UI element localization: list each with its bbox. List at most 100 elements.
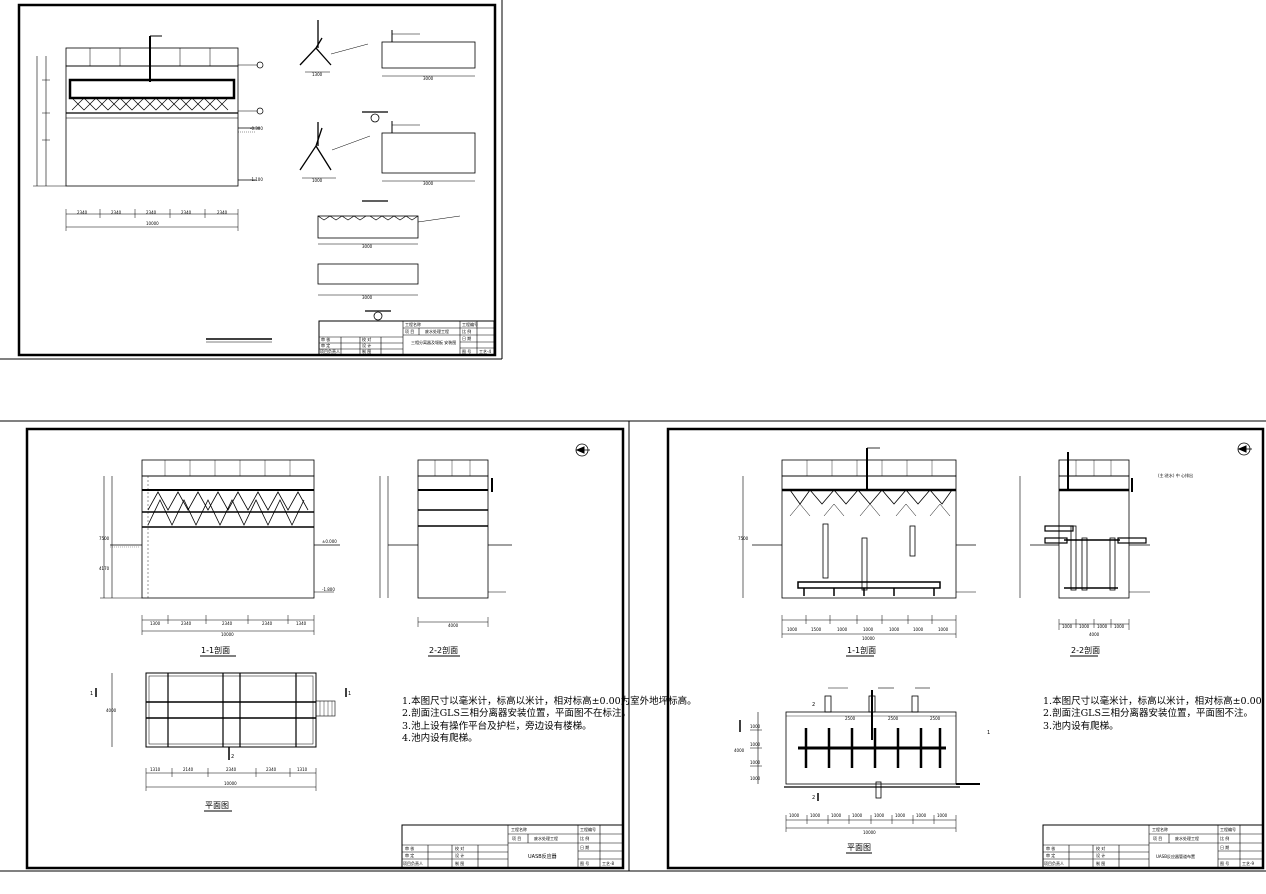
tb-label: 审 定 — [321, 342, 330, 348]
dim-label: 1000 — [810, 813, 821, 818]
dim-label: 2340 — [77, 210, 88, 215]
dim-label: 4170 — [99, 566, 110, 571]
section-title: 2-2剖面 — [429, 645, 458, 655]
tb-label: 校 对 — [362, 336, 371, 342]
tb-label: 图 号 — [1220, 860, 1229, 866]
tb-label: 制 图 — [362, 348, 371, 354]
dim-label: 2340 — [181, 210, 192, 215]
tb-label: 工程名称 — [511, 826, 527, 832]
dim-label: 1300 — [150, 621, 161, 626]
dim-label: 4000 — [106, 708, 117, 713]
section-title: 1-1剖面 — [201, 645, 230, 655]
dim-label: 2340 — [181, 621, 192, 626]
dim-label: 1000 — [750, 760, 761, 765]
tb-label: 审 定 — [405, 852, 414, 858]
tb-label: 项 目 — [1153, 835, 1162, 841]
dim-label: 1000 — [831, 813, 842, 818]
note-line: 3.池内设有爬梯。 — [1043, 720, 1119, 732]
sheet-2-plan — [95, 672, 347, 812]
tb-label: 项目负责人 — [403, 860, 423, 866]
dim-label: 2500 — [845, 716, 856, 721]
dim-label: 2340 — [146, 210, 157, 215]
sheet-3-section-11 — [742, 447, 976, 657]
dim-label: 1340 — [296, 621, 307, 626]
dim-label: 2340 — [226, 767, 237, 772]
tb-value: 工艺-9 — [1242, 861, 1254, 866]
tb-label: 工程名称 — [1152, 826, 1168, 832]
sheet-1-section — [33, 35, 264, 231]
dim-label: 3000 — [362, 295, 373, 300]
dim-label: 1000 — [1079, 624, 1090, 629]
tb-value: 工艺-4 — [479, 349, 491, 354]
dim-label: 1000 — [1114, 624, 1125, 629]
tb-label: 项 目 — [405, 328, 414, 334]
sheet-1-border — [17, 3, 497, 357]
tb-label: 日 期 — [1220, 844, 1229, 850]
tb-label: 工程编号 — [580, 826, 596, 832]
tb-label: 制 图 — [1096, 860, 1105, 866]
sheet-1: 2340 2340 2340 2340 2340 10000 -0.300 -1… — [0, 0, 503, 360]
dim-label: 2140 — [183, 767, 194, 772]
north-arrow-icon — [1237, 442, 1252, 456]
drawing-name: 三相分离器及堰板 安装图 — [411, 339, 456, 345]
dim-total: 10000 — [862, 636, 875, 641]
dim-label: 7500 — [738, 536, 749, 541]
elev-label: -0.300 — [250, 126, 263, 131]
dim-label: 2340 — [266, 767, 277, 772]
tb-label: 工程编号 — [1220, 826, 1236, 832]
tb-value: 废水处理工程 — [534, 835, 558, 841]
tb-label: 校 对 — [1096, 845, 1105, 851]
dim-label: 2340 — [222, 621, 233, 626]
north-arrow-icon — [575, 443, 590, 457]
tb-value: 废水处理工程 — [1175, 835, 1199, 841]
tb-label: 项目负责人 — [1044, 860, 1064, 866]
tb-label: 日 期 — [580, 844, 589, 850]
note-line: 4.池内设有爬梯。 — [402, 732, 478, 744]
dim-label: 3000 — [423, 76, 434, 81]
dim-total: 10000 — [221, 632, 234, 637]
note-line: 2.剖面注GLS三相分离器安装位置，平面图不注。 — [1043, 707, 1253, 719]
tb-label: 设 计 — [1096, 852, 1105, 858]
dim-label: 1000 — [789, 813, 800, 818]
note-line: 3.池上设有操作平台及护栏，旁边设有楼梯。 — [402, 720, 592, 732]
section-mark: 1 — [348, 691, 351, 697]
dim-label: 1000 — [889, 627, 900, 632]
tb-label: 审 核 — [405, 845, 414, 851]
section-title: 2-2剖面 — [1071, 645, 1100, 655]
dim-label: 1310 — [150, 767, 161, 772]
tb-label: 比 例 — [1220, 835, 1229, 841]
dim-label: 1300 — [312, 72, 323, 77]
section-mark: 2 — [231, 754, 234, 760]
tb-label: 项 目 — [512, 835, 521, 841]
dim-label: 1000 — [750, 724, 761, 729]
tb-label: 工程名称 — [405, 321, 421, 327]
tb-label: 项目负责人 — [320, 348, 340, 354]
dim-label: 2340 — [217, 210, 228, 215]
tb-label: 制 图 — [455, 860, 464, 866]
dim-label: 4000 — [448, 623, 459, 628]
tb-label: 比 例 — [462, 328, 471, 334]
section-title: 平面图 — [847, 843, 871, 852]
drawing-name: UASB反应器管道布置 — [1156, 853, 1195, 859]
dim-total: 10000 — [146, 221, 159, 226]
sheet-2-section-22 — [379, 459, 512, 657]
sheet-2-titleblock — [401, 824, 624, 869]
tb-label: 日 期 — [462, 335, 471, 341]
tb-label: 审 核 — [1046, 845, 1055, 851]
dim-label: 2500 — [930, 716, 941, 721]
pipe-label: (主:进水) 中 心排出 — [1158, 472, 1193, 478]
dim-label: 1000 — [937, 813, 948, 818]
section-title: 平面图 — [205, 801, 229, 810]
dim-label: 1000 — [750, 742, 761, 747]
tb-label: 设 计 — [362, 342, 371, 348]
dim-label: 1000 — [837, 627, 848, 632]
dim-label: 1000 — [895, 813, 906, 818]
tb-label: 审 定 — [1046, 852, 1055, 858]
note-line: 1.本图尺寸以毫米计，标高以米计，相对标高±0.00为室外地坪标高。 — [402, 695, 697, 707]
dim-label: 3000 — [423, 181, 434, 186]
dim-label: 1000 — [916, 813, 927, 818]
tb-label: 审 核 — [321, 336, 330, 342]
elev-label: -1.800 — [322, 587, 335, 592]
dim-label: 2500 — [888, 716, 899, 721]
dim-label: 1000 — [938, 627, 949, 632]
